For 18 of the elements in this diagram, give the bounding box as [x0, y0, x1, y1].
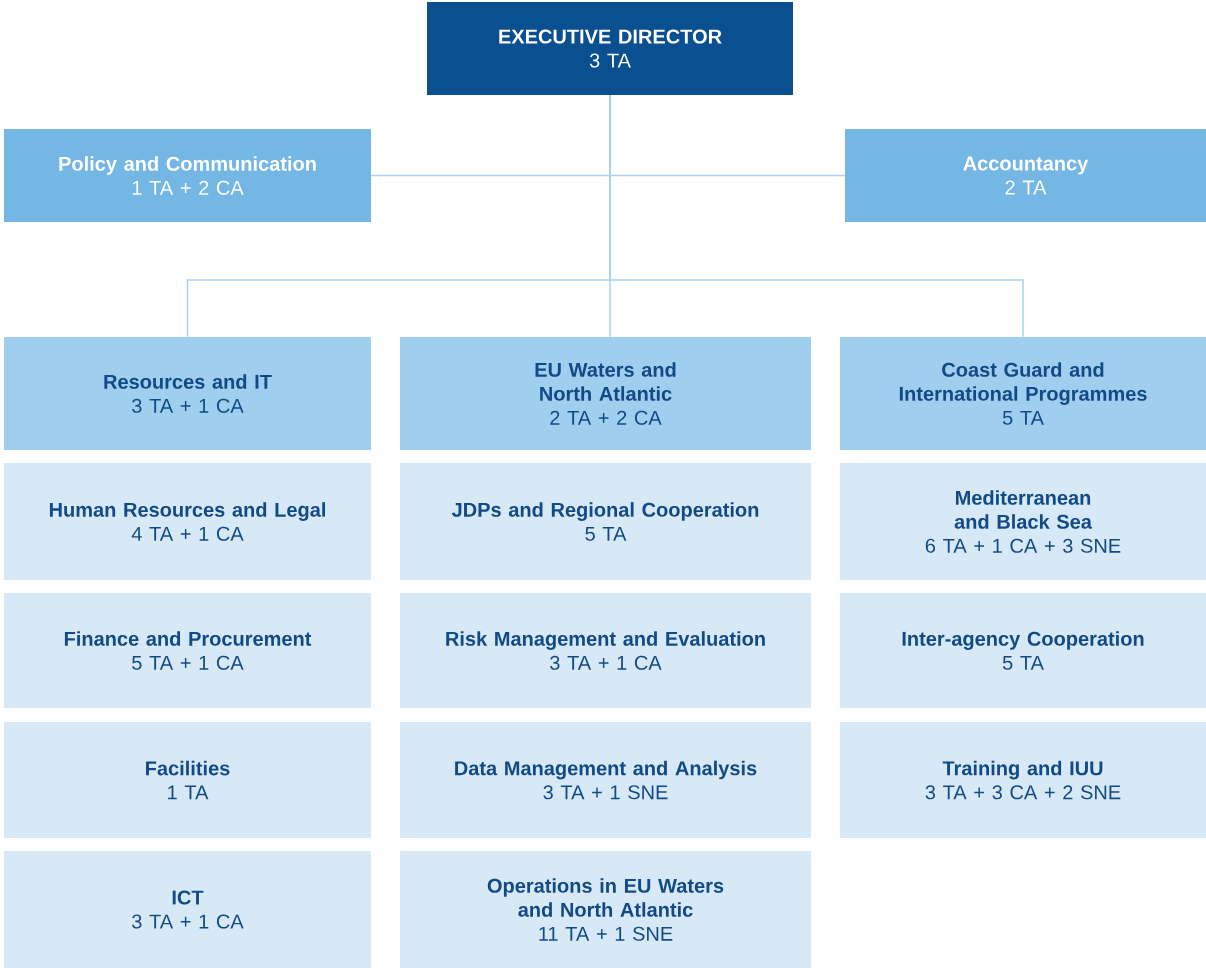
office-box: Policy and Communication 1 TA + 2 CA: [4, 129, 371, 222]
unit-box: JDPs and Regional Cooperation 5 TA: [400, 463, 811, 580]
unit-box: Facilities 1 TA: [4, 722, 371, 838]
connector-line: [609, 94, 1024, 338]
unit-box: Data Management and Analysis 3 TA + 1 SNE: [400, 722, 811, 838]
unit-box: Operations in EU Waters and North Atlantic 11 TA + 1 SNE: [400, 851, 811, 968]
unit-box: Human Resources and Legal 4 TA + 1 CA: [4, 463, 371, 580]
unit-box: ICT 3 TA + 1 CA: [4, 851, 371, 968]
division-box: Coast Guard and International Programmes 5 TA: [840, 337, 1206, 450]
division-box: EU Waters and North Atlantic 2 TA + 2 CA: [400, 337, 811, 450]
division-box: Resources and IT 3 TA + 1 CA: [4, 337, 371, 450]
unit-box: Inter-agency Cooperation 5 TA: [840, 593, 1206, 708]
unit-box: Mediterranean and Black Sea 6 TA + 1 CA + 3 SNE: [840, 463, 1206, 580]
unit-box: Finance and Procurement 5 TA + 1 CA: [4, 593, 371, 708]
executive-box: EXECUTIVE DIRECTOR 3 TA: [427, 2, 793, 95]
unit-box: Risk Management and Evaluation 3 TA + 1 CA: [400, 593, 811, 708]
unit-box: Training and IUU 3 TA + 3 CA + 2 SNE: [840, 722, 1206, 838]
office-box: Accountancy 2 TA: [845, 129, 1206, 222]
